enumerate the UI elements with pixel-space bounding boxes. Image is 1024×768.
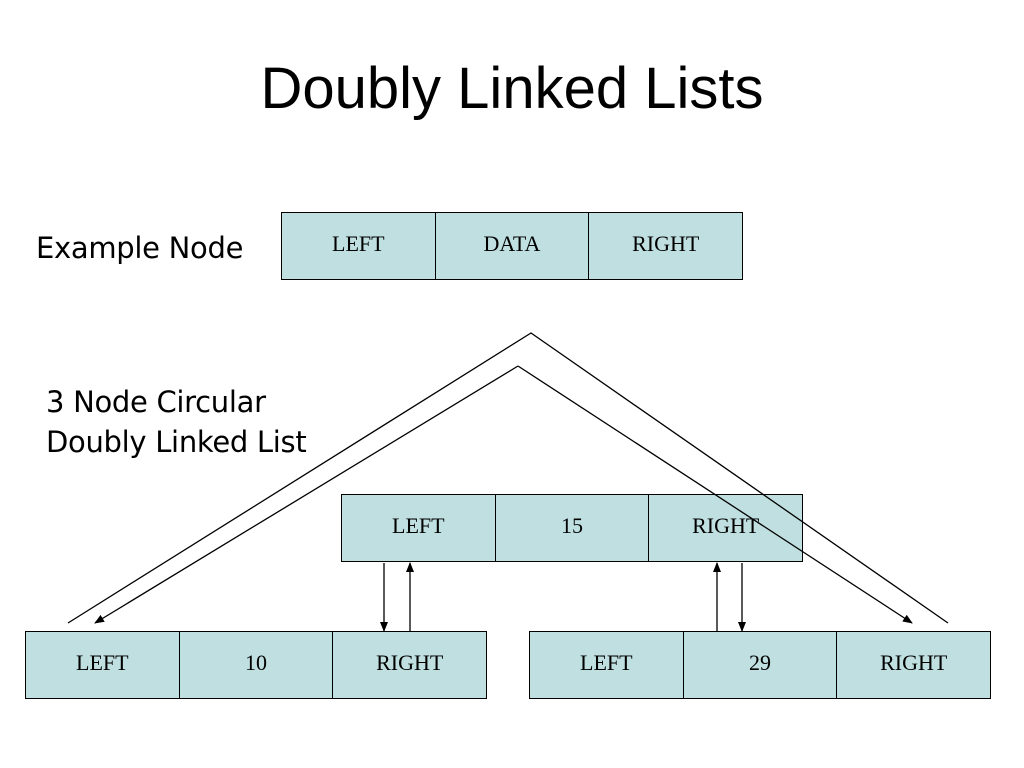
node-15: LEFT 15 RIGHT [341, 494, 803, 562]
example-right-cell: RIGHT [589, 213, 743, 279]
example-node-caption: Example Node [36, 231, 244, 265]
node-10-left-cell: LEFT [26, 632, 180, 698]
circular-list-caption-line1: 3 Node Circular [46, 385, 266, 419]
node-10-right-cell: RIGHT [333, 632, 487, 698]
example-node: LEFT DATA RIGHT [281, 212, 743, 280]
node-29-right-cell: RIGHT [837, 632, 991, 698]
node-29-left-cell: LEFT [530, 632, 684, 698]
node-10-data-cell: 10 [179, 632, 334, 698]
wrap-arrow-to-node-29 [517, 365, 913, 624]
node-15-right-cell: RIGHT [649, 495, 803, 561]
wrap-link-outer [67, 332, 949, 624]
example-data-cell: DATA [435, 213, 590, 279]
node-15-data-cell: 15 [495, 495, 650, 561]
node-10: LEFT 10 RIGHT [25, 631, 487, 699]
node-29-data-cell: 29 [683, 632, 838, 698]
example-left-cell: LEFT [282, 213, 436, 279]
node-15-left-cell: LEFT [342, 495, 496, 561]
wrap-arrow-to-node-10 [94, 365, 519, 624]
slide-title: Doubly Linked Lists [260, 56, 764, 121]
circular-list-caption-line2: Doubly Linked List [46, 425, 307, 459]
node-29: LEFT 29 RIGHT [529, 631, 991, 699]
